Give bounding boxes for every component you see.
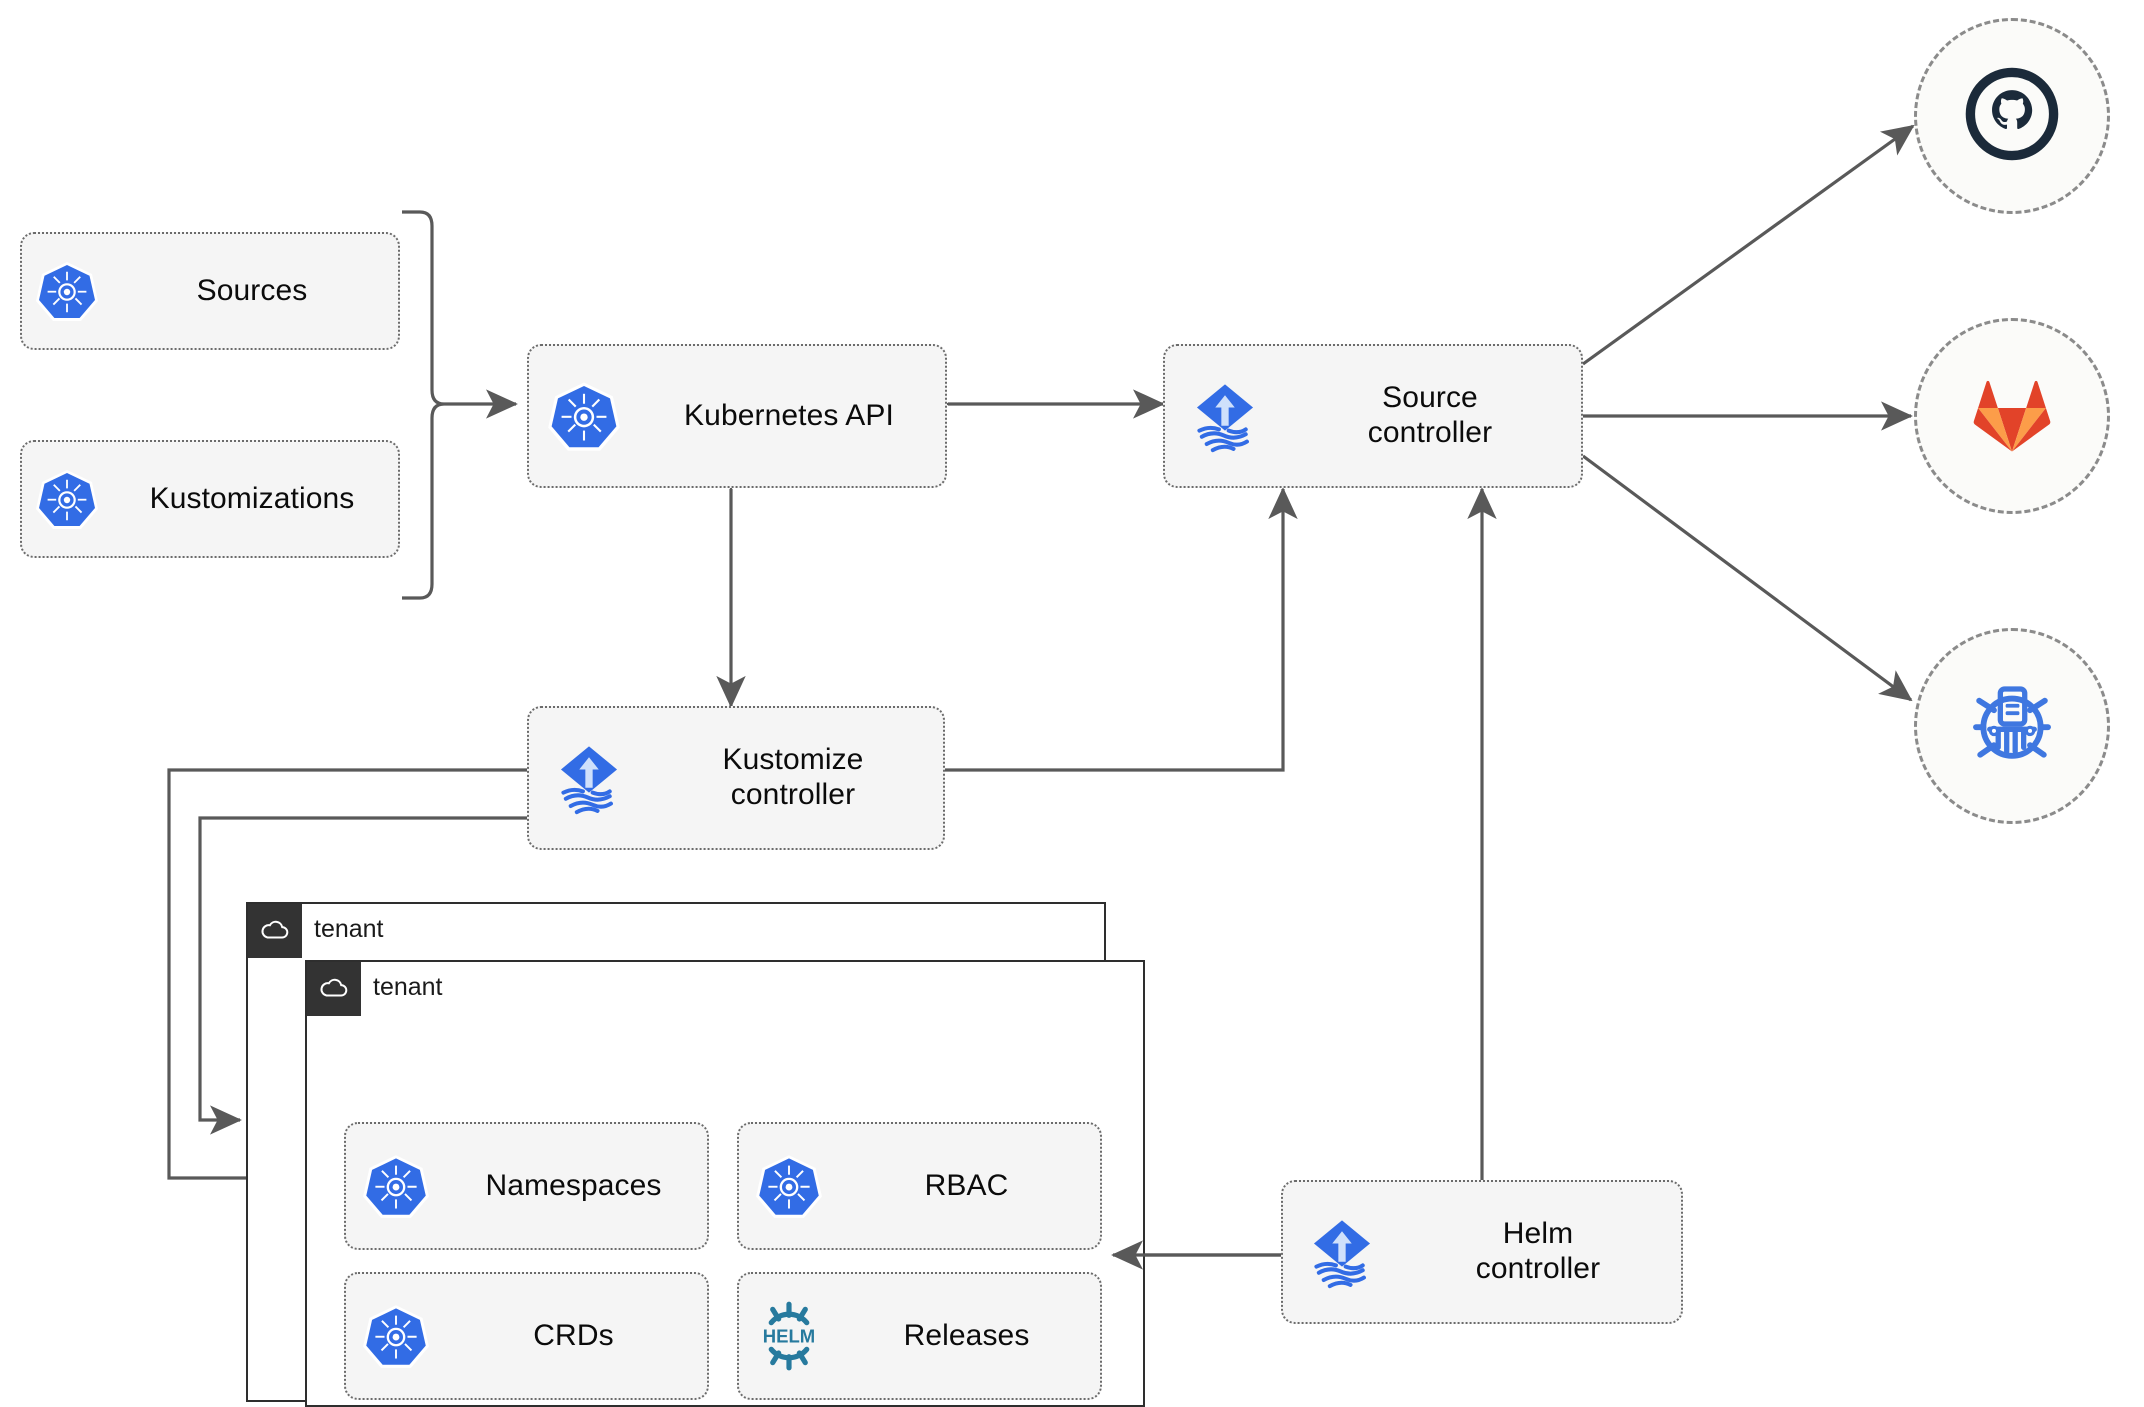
tenant-name-label: tenant: [373, 973, 443, 1001]
controller-card-helm-controller[interactable]: Helm controller: [1281, 1180, 1683, 1324]
endpoint-gitlab[interactable]: [1914, 318, 2110, 514]
gitlab-icon: [1960, 362, 2064, 471]
kubernetes-icon: [739, 1152, 839, 1220]
kubernetes-icon: [346, 1302, 446, 1370]
flux-icon: [1165, 377, 1285, 455]
kubernetes-icon: [346, 1152, 446, 1220]
resource-label: Sources: [196, 273, 308, 307]
wire-kustomize-to-source-controller: [945, 487, 1298, 772]
tenant-resource-crds[interactable]: CRDs: [344, 1272, 709, 1400]
tenant-resource-namespaces[interactable]: Namespaces: [344, 1122, 709, 1250]
tenant-resource-label: RBAC: [924, 1168, 1009, 1202]
helm-icon: HELM: [739, 1299, 839, 1373]
kubernetes-icon: [22, 259, 112, 323]
flux-icon: [529, 739, 649, 817]
controller-label: Helm controller: [1475, 1217, 1601, 1285]
tenant-resource-label: CRDs: [533, 1318, 614, 1352]
endpoint-bucket[interactable]: [1914, 628, 2110, 824]
tenant-resource-releases[interactable]: HELM Releases: [737, 1272, 1102, 1400]
controller-card-kustomize-controller[interactable]: Kustomize controller: [527, 706, 945, 850]
flux-icon: [1283, 1213, 1401, 1291]
controller-label: Kubernetes API: [684, 398, 894, 432]
resource-card-kustomizations[interactable]: Kustomizations: [20, 440, 400, 558]
controller-card-source-controller[interactable]: Source controller: [1163, 344, 1583, 488]
cloud-icon: [307, 962, 361, 1016]
kubernetes-icon: [529, 379, 639, 453]
resource-card-sources[interactable]: Sources: [20, 232, 400, 350]
tenant-resource-label: Namespaces: [485, 1168, 662, 1202]
controller-label: Source controller: [1367, 381, 1493, 449]
resource-label: Kustomizations: [149, 481, 355, 515]
svg-text:HELM: HELM: [763, 1326, 815, 1347]
controller-label: Kustomize controller: [722, 743, 864, 811]
kubernetes-icon: [22, 467, 112, 531]
tenant-resource-label: Releases: [903, 1318, 1030, 1352]
brace-sources-group: [402, 210, 445, 600]
tenant-name-label: tenant: [314, 915, 384, 943]
bucket-icon: [1959, 671, 2065, 782]
tenant-container-front[interactable]: tenant Namespaces: [305, 960, 1145, 1407]
github-icon: [1960, 62, 2064, 171]
wire-source-to-github: [1582, 124, 1915, 366]
wire-source-to-bucket: [1582, 454, 1913, 702]
cloud-icon: [248, 904, 302, 958]
tenant-resource-rbac[interactable]: RBAC: [737, 1122, 1102, 1250]
controller-card-kubernetes-api[interactable]: Kubernetes API: [527, 344, 947, 488]
endpoint-github[interactable]: [1914, 18, 2110, 214]
